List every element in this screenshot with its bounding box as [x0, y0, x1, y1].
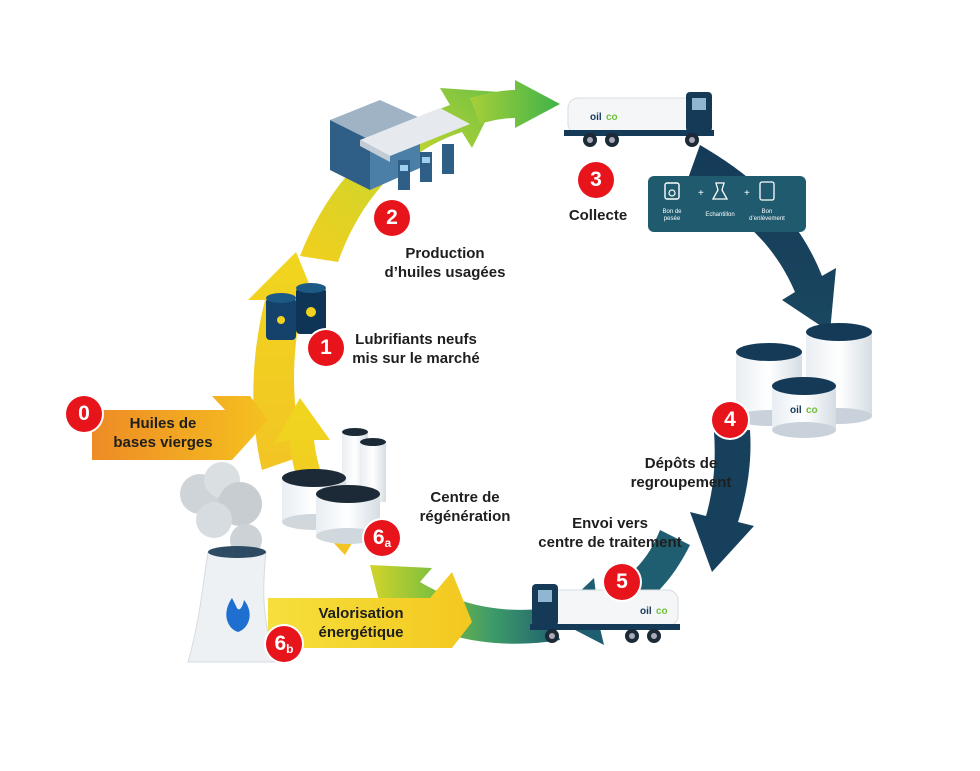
- step-6b-line1: Valorisation: [318, 605, 404, 622]
- step-6b-badge-number: 6: [274, 632, 287, 655]
- step-4-line1: Dépôts de: [644, 455, 718, 472]
- step-2-line1: Production: [405, 245, 485, 262]
- step-4-badge: 4: [712, 402, 748, 438]
- panel-item3-line1: Bon: [762, 209, 773, 215]
- truck2-logo-co: co: [656, 606, 668, 617]
- step-6a-line1: Centre de: [430, 489, 500, 506]
- step-3-label: Collecte: [558, 206, 638, 225]
- flask-icon: [711, 182, 729, 200]
- step-6a-badge-number: 6: [372, 526, 385, 549]
- arrow-top: [470, 80, 560, 128]
- scale-icon: [664, 182, 680, 200]
- step-3-badge: 3: [578, 162, 614, 198]
- panel-item1-line2: pesée: [664, 216, 681, 222]
- gas-station-illustration: [330, 100, 470, 190]
- step-6b-badge: 6b: [266, 626, 302, 662]
- arrow-right-middle: [690, 430, 754, 572]
- step-6b-label: Valorisation énergétique: [306, 604, 416, 642]
- document-icon: [759, 181, 775, 201]
- step-0-badge: 0: [66, 396, 102, 432]
- step-4-label: Dépôts de regroupement: [626, 454, 736, 492]
- step-5-badge: 5: [604, 564, 640, 600]
- step-5-line1: Envoi vers: [572, 515, 648, 532]
- step-1-label: Lubrifiants neufs mis sur le marché: [346, 330, 486, 368]
- plus-sign-2: +: [744, 188, 750, 199]
- step-6a-label: Centre de régénération: [410, 488, 520, 526]
- step-3-line1: Collecte: [568, 207, 628, 224]
- step-2-badge: 2: [374, 200, 410, 236]
- truck-logo-co: co: [606, 112, 618, 123]
- tank-logo-oil: oil: [790, 405, 802, 416]
- tank-logo-co: co: [806, 405, 818, 416]
- step-2-line2: d’huiles usagées: [384, 264, 506, 281]
- collect-documents-panel: + + Bon de pesée Echantillon Bon d’enlèv…: [648, 176, 806, 232]
- plus-sign-1: +: [698, 188, 704, 199]
- step-6b-badge-sub: b: [286, 642, 294, 656]
- arrow-energy-6b: [268, 572, 472, 648]
- regeneration-tanks-illustration: [282, 428, 386, 544]
- panel-item2-line1: Echantillon: [705, 212, 734, 218]
- step-6a-badge-sub: a: [384, 536, 392, 550]
- step-5-line2: centre de traitement: [538, 534, 682, 551]
- cooling-tower-illustration: [180, 462, 277, 663]
- tanker-truck-bottom-illustration: oil co: [530, 584, 680, 643]
- truck2-logo-oil: oil: [640, 606, 652, 617]
- arrow-right-top: [686, 145, 836, 332]
- panel-item3-line2: d’enlèvement: [749, 216, 785, 222]
- step-0-line2: bases vierges: [113, 434, 213, 451]
- tanker-truck-top-illustration: oil co: [564, 92, 714, 147]
- step-6b-line2: énergétique: [318, 624, 404, 641]
- panel-item1-line1: Bon de: [662, 209, 682, 215]
- step-4-line2: regroupement: [630, 474, 732, 491]
- arrow-bottom: [370, 565, 560, 644]
- step-0-label: Huiles de bases vierges: [108, 414, 218, 452]
- arrow-entry-0: [92, 396, 268, 460]
- step-2-label: Production d’huiles usagées: [380, 244, 510, 282]
- step-0-line1: Huiles de: [129, 415, 197, 432]
- storage-tanks-illustration: oil co: [736, 323, 872, 438]
- step-1-badge: 1: [308, 330, 344, 366]
- oil-barrels-illustration: [266, 283, 326, 340]
- flame-icon: [226, 598, 250, 632]
- step-1-line2: mis sur le marché: [352, 350, 480, 367]
- step-5-label: Envoi vers centre de traitement: [530, 514, 690, 552]
- step-6a-line2: régénération: [419, 508, 511, 525]
- step-1-line1: Lubrifiants neufs: [355, 331, 477, 348]
- step-6a-badge: 6a: [364, 520, 400, 556]
- truck-logo-oil: oil: [590, 112, 602, 123]
